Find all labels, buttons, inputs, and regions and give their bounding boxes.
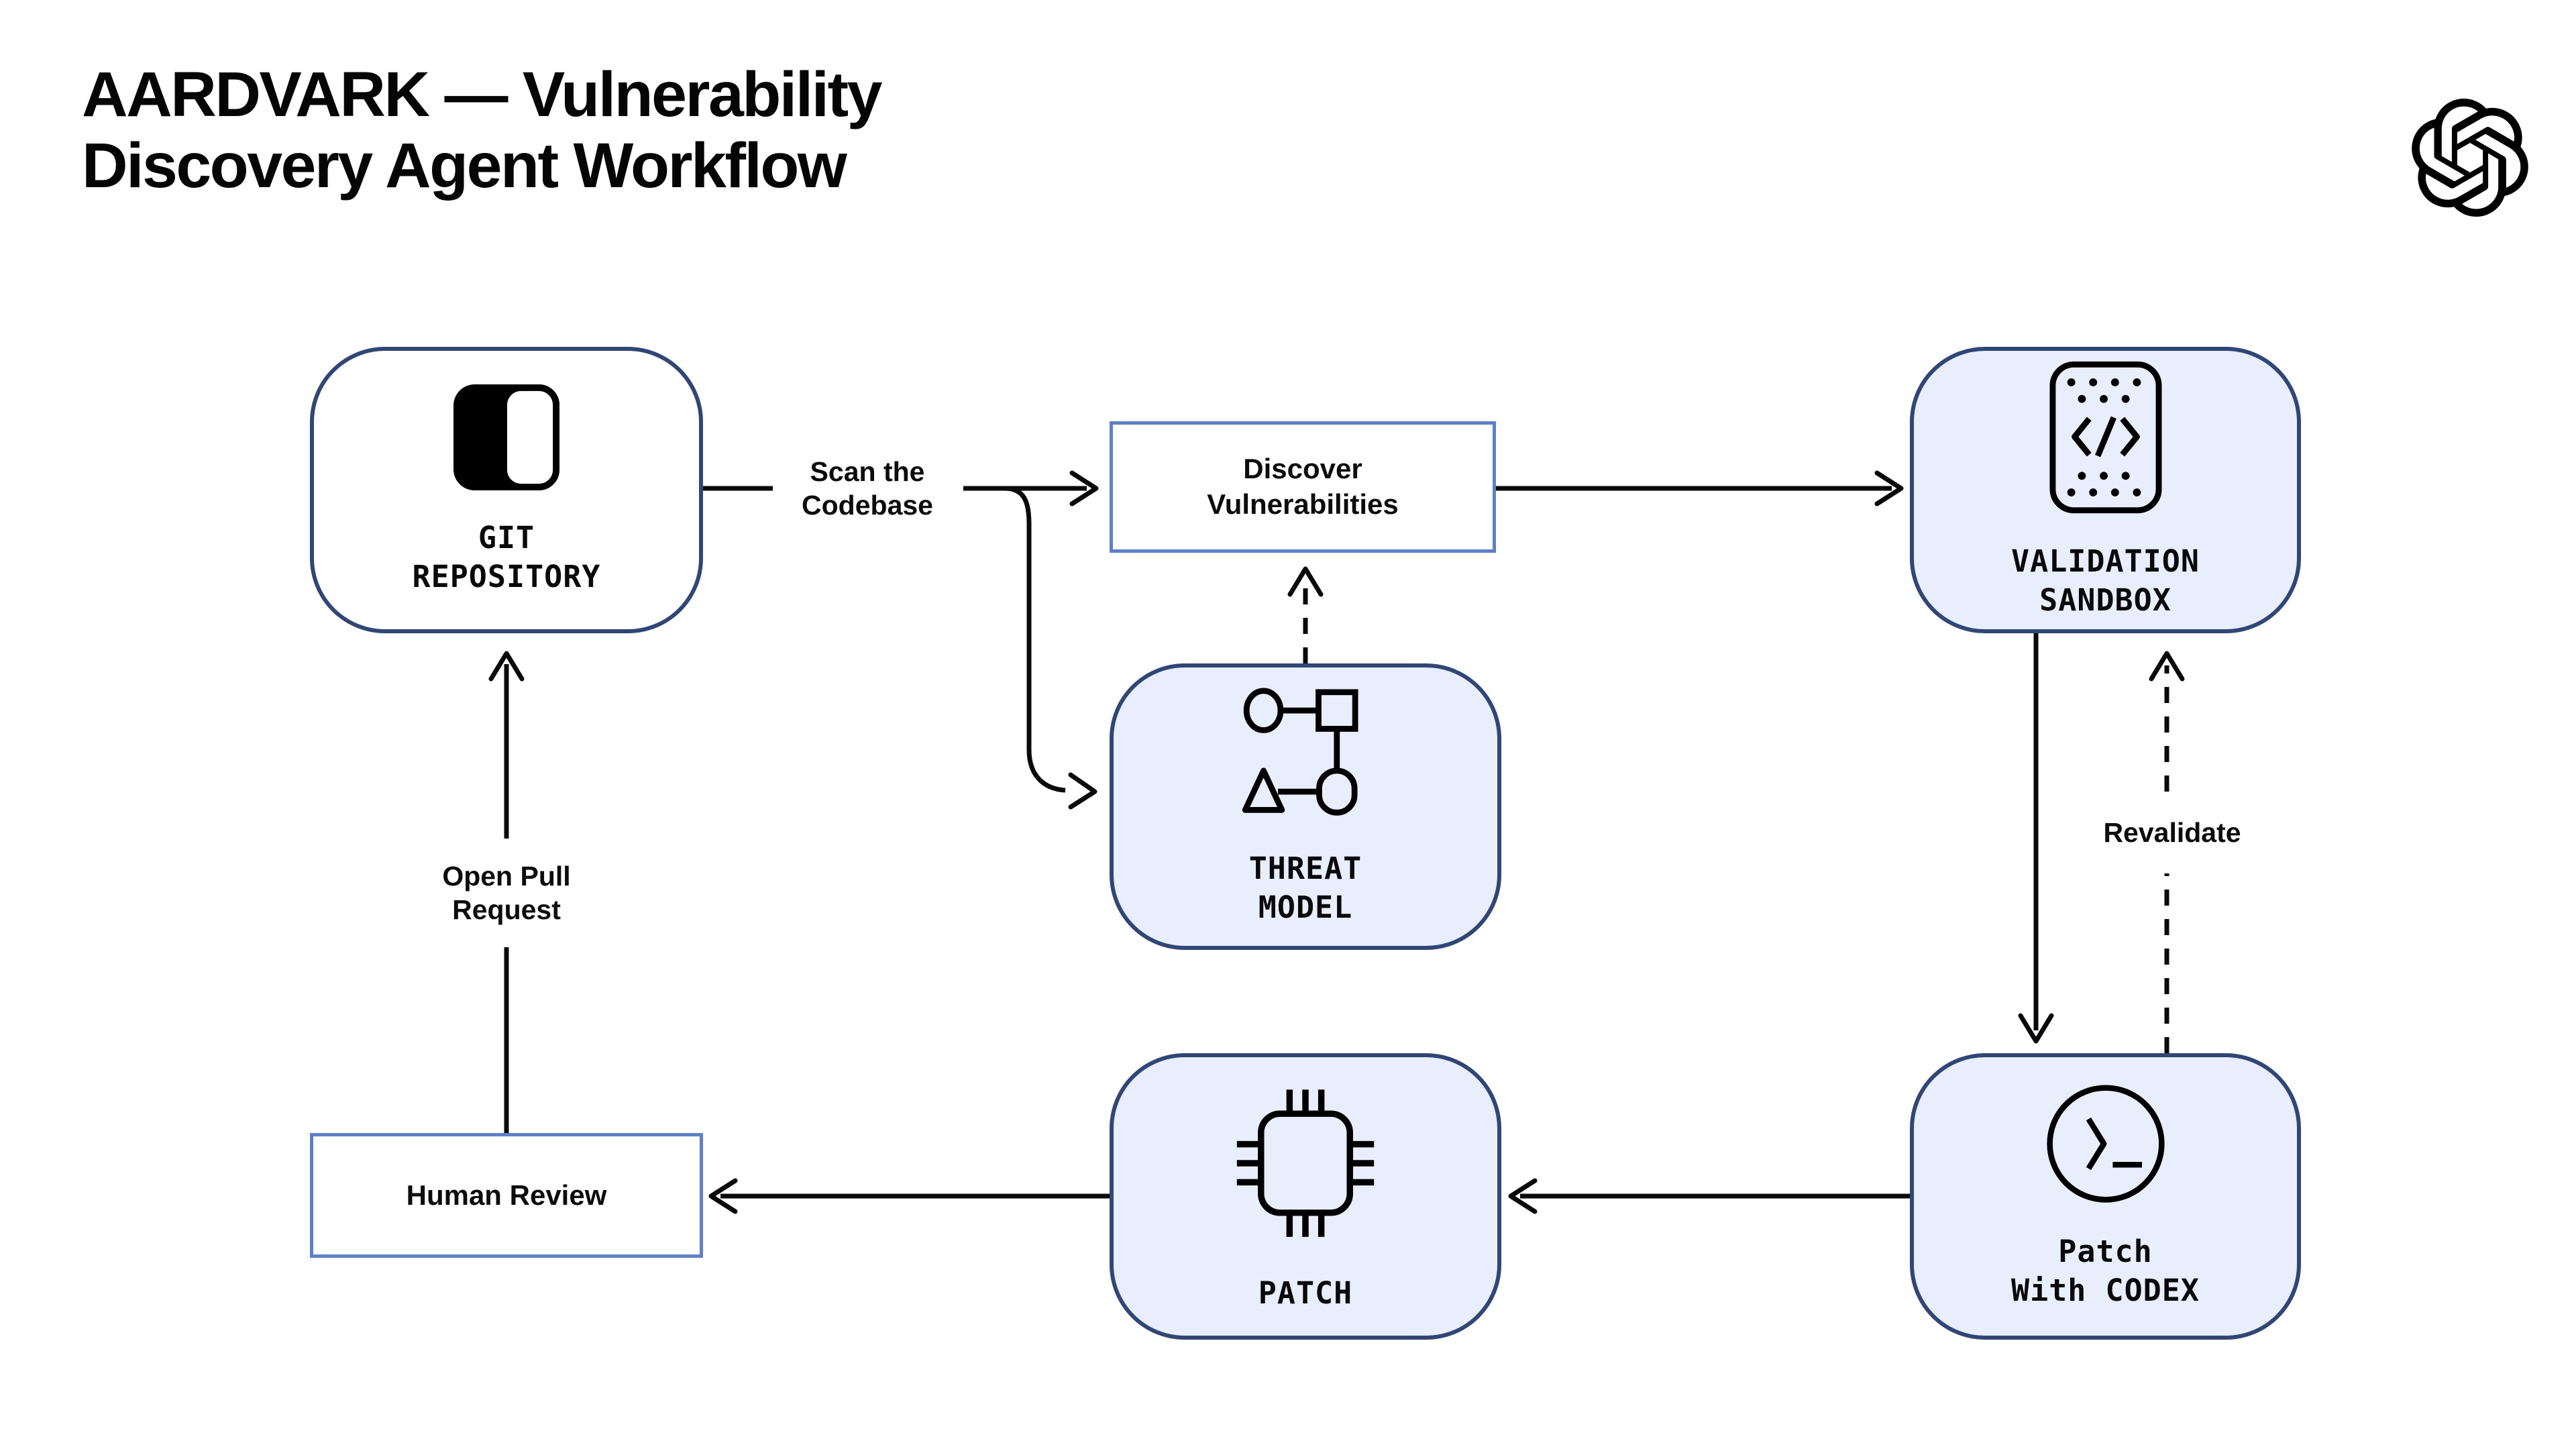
arrow-branch-to-threat [1004,486,1066,793]
node-human-review: Human Review [310,1133,703,1258]
sandbox-code-icon [2049,361,2162,514]
node-label-codex-line-1: Patch [2058,1233,2153,1269]
arrowhead-git [488,651,525,682]
edge-label-scan-line-1: Scan the [810,455,925,487]
threat-model-icon [1240,687,1371,821]
node-label-git-line-1: GIT [478,519,535,555]
node-label-sandbox-line-1: VALIDATION [2011,543,2200,579]
node-label-threat-line-2: MODEL [1258,889,1353,925]
node-label-human-line-1: Human Review [406,1179,607,1211]
arrowhead-human [708,1178,738,1214]
edge-label-scan-codebase: Scan the Codebase [794,451,941,525]
edge-label-open-pull-request: Open Pull Request [434,856,579,930]
arrowhead-codex [2018,1013,2054,1044]
node-label-sandbox: VALIDATION SANDBOX [2011,542,2200,619]
edge-label-openpr-line-2: Request [452,894,561,925]
chip-icon [1228,1081,1383,1246]
openai-logo-icon [2411,98,2529,217]
page-title-line-1: AARDVARK — Vulnerability [82,59,882,130]
arrowhead-sandbox [1874,470,1904,506]
arrowhead-revalidate [2149,651,2185,682]
node-label-git: GIT REPOSITORY [413,519,601,596]
node-label-discover: Discover Vulnerabilities [1207,451,1399,523]
node-git-repository: GIT REPOSITORY [310,347,703,633]
node-label-git-line-2: REPOSITORY [412,558,601,594]
edge-label-scan-line-2: Codebase [802,490,933,521]
node-label-discover-line-2: Vulnerabilities [1207,488,1399,520]
arrowhead-threat-discover [1287,566,1324,597]
arrowhead-patch [1508,1178,1538,1214]
node-label-patch-line-1: PATCH [1258,1275,1353,1311]
arrowhead-threat-branch [1068,772,1097,810]
node-label-codex-line-2: With CODEX [2011,1272,2200,1308]
node-label-threat-line-1: THREAT [1248,850,1362,886]
node-label-human: Human Review [407,1178,607,1214]
edge-label-revalidate: Revalidate [2095,812,2249,853]
edge-label-openpr-line-1: Open Pull [442,860,571,892]
node-label-patch: PATCH [1258,1274,1352,1313]
arrowhead-discover [1069,470,1099,506]
edge-label-revalidate-text: Revalidate [2103,816,2241,848]
terminal-icon [2045,1083,2166,1204]
page-title: AARDVARK — Vulnerability Discovery Agent… [82,59,882,202]
repository-icon [453,384,559,490]
page-title-line-2: Discovery Agent Workflow [82,130,847,202]
node-label-sandbox-line-2: SANDBOX [2039,582,2171,618]
node-label-threat: THREAT MODEL [1249,849,1362,926]
node-discover-vulnerabilities: Discover Vulnerabilities [1110,421,1496,553]
node-label-codex: Patch With CODEX [2011,1232,2200,1309]
node-validation-sandbox: VALIDATION SANDBOX [1910,347,2301,633]
node-threat-model: THREAT MODEL [1110,663,1501,950]
node-label-discover-line-1: Discover [1243,453,1362,485]
openai-logo-glyph [2412,99,2528,217]
node-patch-with-codex: Patch With CODEX [1910,1053,2301,1340]
node-patch: PATCH [1110,1053,1501,1340]
